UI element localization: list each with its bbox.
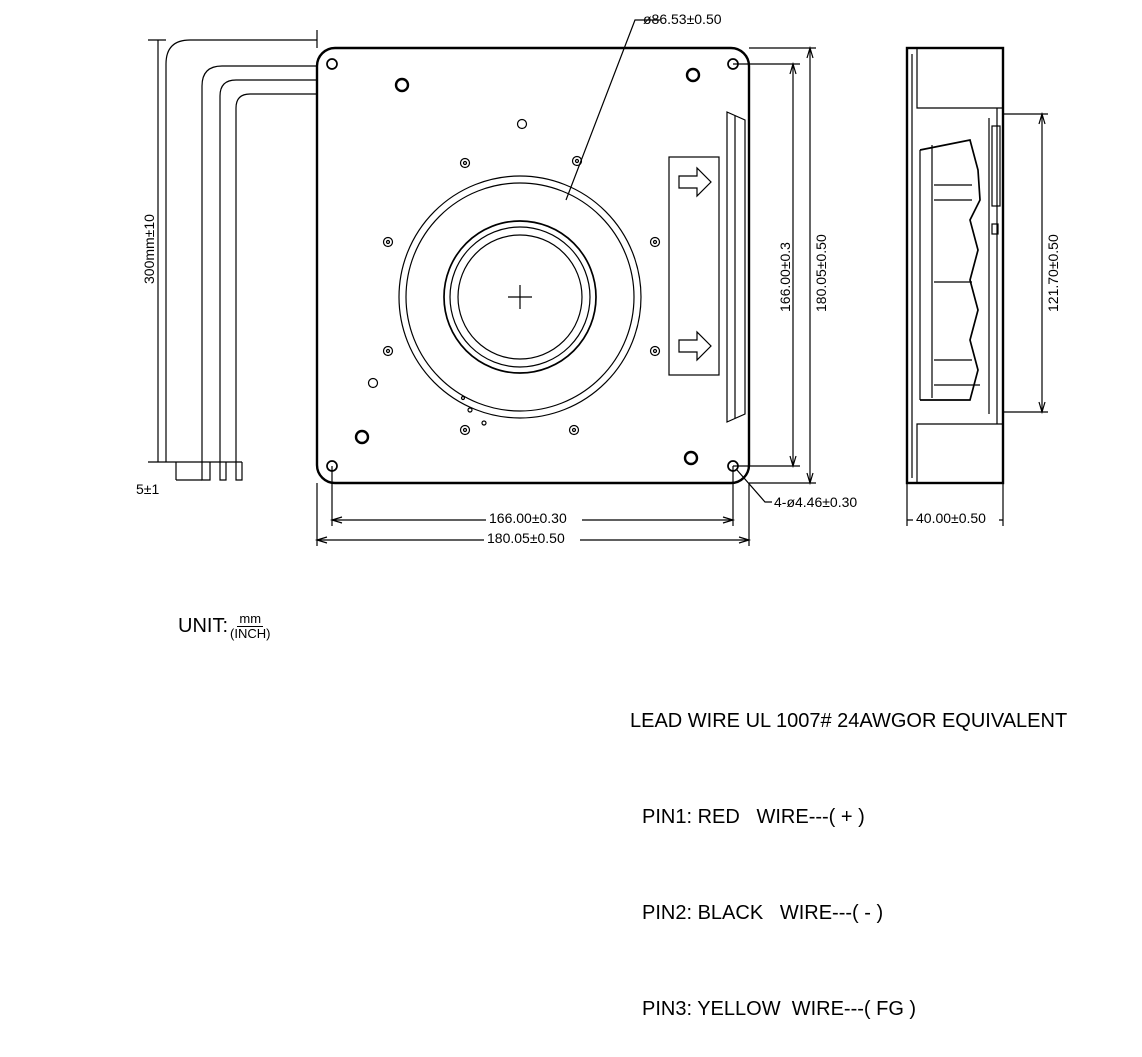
dim-strip-length: 5±1 [136,481,159,497]
side-strip [726,111,746,423]
arrow-right-icon [678,166,712,198]
side-view [905,46,1005,485]
lead-wires [165,30,318,481]
unit-denominator: (INCH) [230,626,271,641]
hole-large [354,429,370,445]
unit-label: UNIT: mm (INCH) [178,612,270,641]
dimension-lines: ø86.53±0.50 166.00±0.3 180.05±0.50 121.7… [136,11,1061,546]
hole-large [394,77,410,93]
impeller [398,175,642,419]
side-frame-outline [905,46,1005,485]
pin-2-spec: PIN2: BLACK WIRE---( - ) [642,902,884,924]
dim-impeller-diameter: ø86.53±0.50 [643,11,722,27]
fan-technical-drawing: ø86.53±0.50 166.00±0.3 180.05±0.50 121.7… [136,11,1061,546]
dim-depth: 40.00±0.50 [916,510,986,526]
blade-profile [919,139,981,401]
mount-hole-top-left [326,58,338,70]
dim-lead-length: 300mm±10 [141,214,157,284]
front-view [165,30,751,485]
lead-wire-title: LEAD WIRE UL 1007# 24AWGOR EQUIVALENT [630,710,1068,732]
lead-wire-notes: LEAD WIRE UL 1007# 24AWGOR EQUIVALENT PI… [630,641,1067,1057]
airflow-direction-label [668,156,720,376]
dim-overall-height: 180.05±0.50 [813,234,829,312]
arrow-right-icon [678,330,712,362]
dim-overall-width: 180.05±0.50 [487,530,565,546]
unit-prefix: UNIT: [178,615,228,637]
screw-holes [382,155,661,436]
unit-numerator: mm [237,611,264,627]
hole-large [685,67,701,83]
hole-medium [516,118,528,130]
dim-mount-holes: 4-ø4.46±0.30 [774,494,857,510]
dim-hole-spacing-vertical: 166.00±0.3 [777,242,793,312]
hole-medium [367,377,379,389]
pin-3-spec: PIN3: YELLOW WIRE---( FG ) [642,998,917,1020]
dim-side-height: 121.70±0.50 [1045,234,1061,312]
hole-large [683,450,699,466]
dim-hole-spacing-horizontal: 166.00±0.30 [489,510,567,526]
fan-frame-outline [315,46,751,485]
unit-fraction: mm (INCH) [230,612,270,641]
pin-1-spec: PIN1: RED WIRE---( + ) [642,806,865,828]
